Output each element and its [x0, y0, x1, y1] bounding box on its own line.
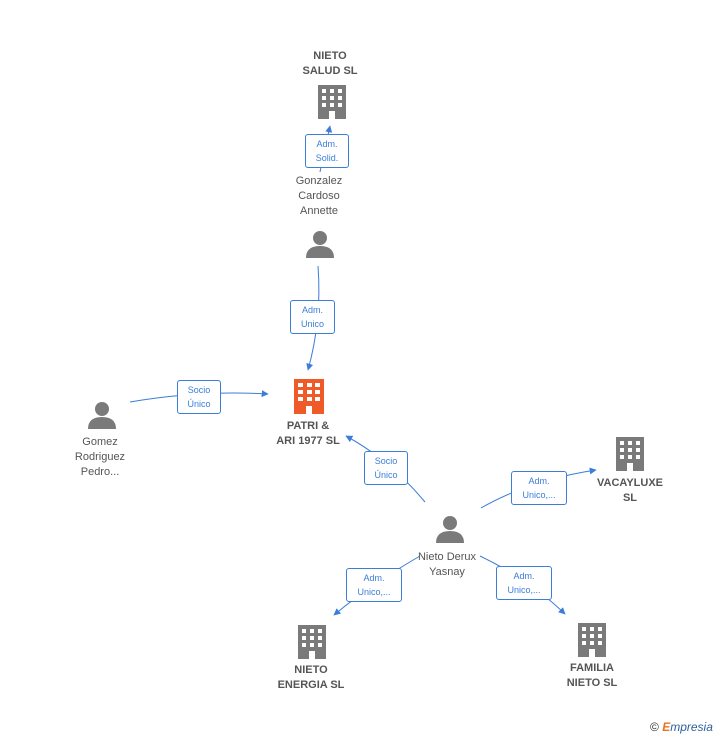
building-icon-familia-nieto: [578, 623, 606, 657]
empresia-logo[interactable]: © Empresia: [650, 720, 713, 734]
copyright-symbol: ©: [650, 720, 659, 734]
edge-label-socio-unico-nieto-derux: Socio Único: [364, 451, 408, 485]
node-label-gomez[interactable]: Gomez Rodriguez Pedro...: [74, 436, 126, 478]
edge-label-adm-unico-patri: Adm. Unico: [290, 300, 335, 334]
node-label-vacayluxe[interactable]: VACAYLUXE SL: [596, 477, 664, 504]
building-icon-nieto-energia: [298, 625, 326, 659]
building-icon-vacayluxe: [616, 437, 644, 471]
person-icon-gonzalez: [306, 231, 334, 258]
node-label-gonzalez[interactable]: Gonzalez Cardoso Annette: [295, 175, 343, 217]
node-label-nieto-derux[interactable]: Nieto Derux Yasnay: [417, 551, 477, 578]
building-icon-patri: [294, 379, 324, 414]
edge-label-adm-unico-nieto-energia: Adm. Unico,...: [346, 568, 402, 602]
building-icon-nieto-salud: [318, 85, 346, 119]
brand-e: E: [662, 720, 671, 734]
node-label-patri[interactable]: PATRI & ARI 1977 SL: [276, 420, 340, 447]
node-label-nieto-salud[interactable]: NIETO SALUD SL: [302, 50, 358, 77]
brand-rest: mpresia: [670, 720, 713, 734]
node-label-familia-nieto[interactable]: FAMILIA NIETO SL: [566, 662, 618, 689]
node-label-nieto-energia[interactable]: NIETO ENERGIA SL: [277, 664, 345, 691]
edge-label-adm-solid: Adm. Solid.: [305, 134, 349, 168]
person-icon-nieto-derux: [436, 516, 464, 543]
edge-label-adm-unico-vacayluxe: Adm. Unico,...: [511, 471, 567, 505]
edge-label-socio-unico-gomez: Socio Único: [177, 380, 221, 414]
edge-label-adm-unico-familia-nieto: Adm. Unico,...: [496, 566, 552, 600]
person-icon-gomez: [88, 402, 116, 429]
